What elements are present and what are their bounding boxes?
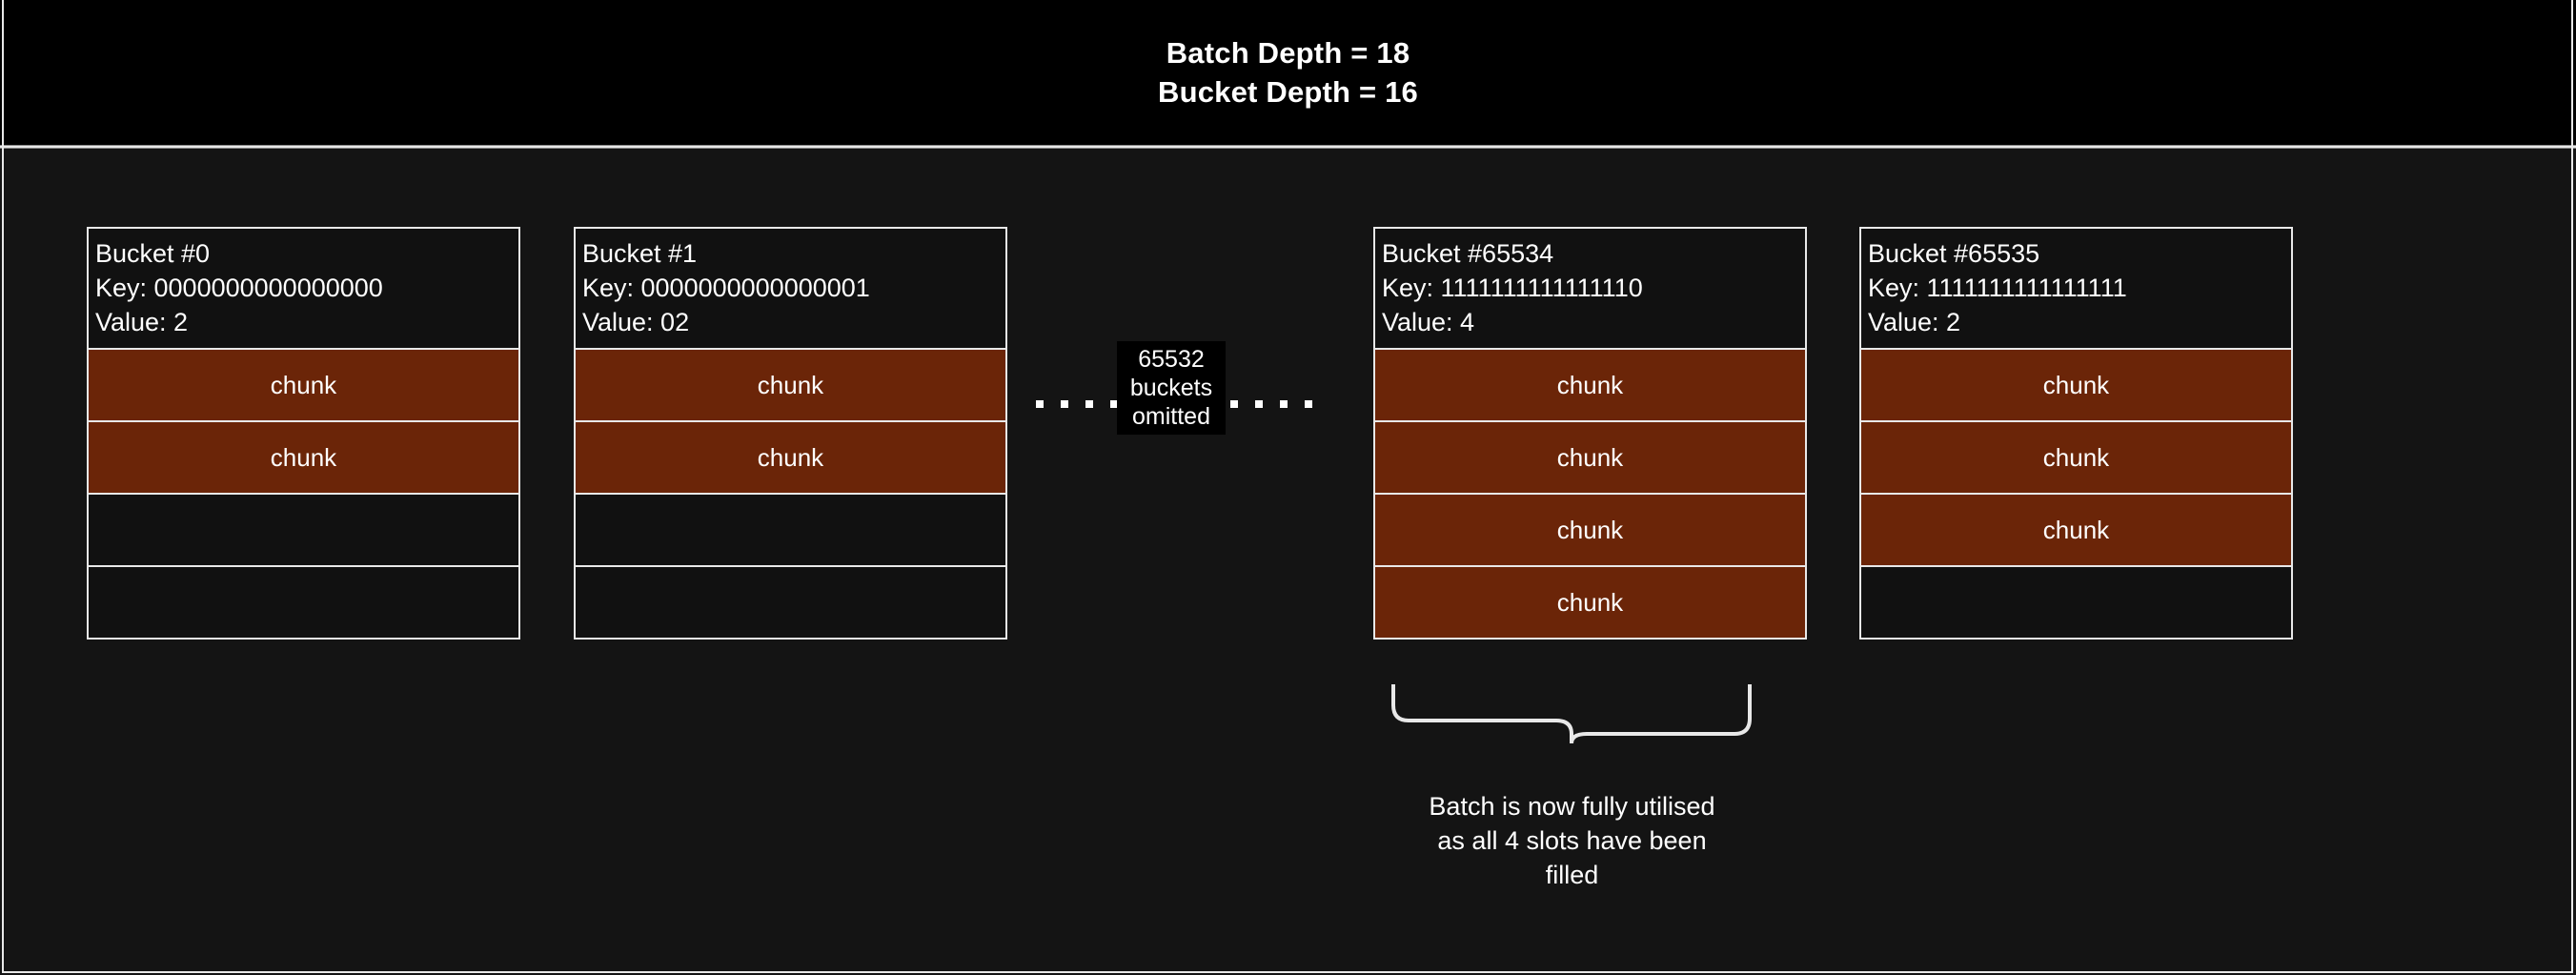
slot-label: chunk <box>757 443 824 472</box>
slot-label: chunk <box>2042 443 2110 472</box>
bucket-slot[interactable]: chunk <box>1375 348 1805 420</box>
bucket-slot[interactable]: chunk <box>1861 420 2291 493</box>
ellipsis-dots-left <box>1036 400 1118 408</box>
slot-label: chunk <box>2042 516 2110 544</box>
bucket-title: Bucket #1 <box>582 239 698 268</box>
caption-line-3: filled <box>1545 861 1599 889</box>
bucket-slot[interactable]: chunk <box>1375 565 1805 638</box>
curly-brace-icon <box>1390 684 1753 743</box>
dot-icon <box>1061 400 1068 408</box>
omitted-noun: buckets <box>1129 375 1213 401</box>
slot-label: chunk <box>1556 516 1624 544</box>
bucket-header-65535: Bucket #65535 Key: 1111111111111111 Valu… <box>1861 229 2291 348</box>
slot-label: chunk <box>1556 371 1624 399</box>
dot-icon <box>1280 400 1288 408</box>
header-divider <box>0 145 2576 149</box>
bucket-slot-empty[interactable] <box>1861 565 2291 638</box>
bucket-title: Bucket #65534 <box>1382 239 1554 268</box>
bucket-depth-label: Bucket Depth = 16 <box>1157 75 1418 109</box>
slot-label: chunk <box>270 371 337 399</box>
caption-line-2: as all 4 slots have been <box>1437 826 1707 855</box>
omitted-count-box: 65532 buckets omitted <box>1117 341 1226 435</box>
bucket-key: Key: 1111111111111111 <box>1868 274 2127 302</box>
slot-label: chunk <box>1556 443 1624 472</box>
omitted-verb: omitted <box>1132 403 1210 430</box>
bucket-slot[interactable]: chunk <box>576 420 1005 493</box>
bucket-slot[interactable]: chunk <box>1375 420 1805 493</box>
bucket-card-65534[interactable]: Bucket #65534 Key: 1111111111111110 Valu… <box>1373 227 1807 640</box>
bucket-key: Key: 1111111111111110 <box>1382 274 1643 302</box>
bucket-header-65534: Bucket #65534 Key: 1111111111111110 Valu… <box>1375 229 1805 348</box>
bucket-card-0[interactable]: Bucket #0 Key: 0000000000000000 Value: 2… <box>87 227 520 640</box>
bucket-slot-empty[interactable] <box>89 493 518 565</box>
bucket-slot-empty[interactable] <box>576 565 1005 638</box>
bucket-key: Key: 0000000000000000 <box>95 274 383 302</box>
bucket-key: Key: 0000000000000001 <box>582 274 870 302</box>
bucket-header-0: Bucket #0 Key: 0000000000000000 Value: 2 <box>89 229 518 348</box>
dot-icon <box>1230 400 1238 408</box>
dot-icon <box>1110 400 1118 408</box>
header-band: Batch Depth = 18 Bucket Depth = 16 <box>0 0 2576 145</box>
bucket-card-1[interactable]: Bucket #1 Key: 0000000000000001 Value: 0… <box>574 227 1007 640</box>
brace-svg <box>1391 684 1752 743</box>
bucket-slot-empty[interactable] <box>576 493 1005 565</box>
omitted-count: 65532 <box>1138 346 1205 373</box>
buckets-omitted-marker: 65532 buckets omitted <box>1023 341 1320 467</box>
slot-label: chunk <box>2042 371 2110 399</box>
dot-icon <box>1085 400 1093 408</box>
slot-label: chunk <box>1556 588 1624 617</box>
bucket-slot[interactable]: chunk <box>89 348 518 420</box>
caption-line-1: Batch is now fully utilised <box>1429 792 1715 821</box>
slot-label: chunk <box>270 443 337 472</box>
bucket-slot[interactable]: chunk <box>576 348 1005 420</box>
bucket-value: Value: 02 <box>582 308 690 336</box>
batch-depth-label: Batch Depth = 18 <box>1166 36 1410 70</box>
dot-icon <box>1305 400 1312 408</box>
dot-icon <box>1036 400 1044 408</box>
ellipsis-dots-right <box>1230 400 1312 408</box>
bucket-slot[interactable]: chunk <box>1861 348 2291 420</box>
bucket-value: Value: 2 <box>1868 308 1961 336</box>
bucket-slot-empty[interactable] <box>89 565 518 638</box>
bucket-header-1: Bucket #1 Key: 0000000000000001 Value: 0… <box>576 229 1005 348</box>
batch-utilisation-caption: Batch is now fully utilised as all 4 slo… <box>1374 789 1770 892</box>
bucket-title: Bucket #65535 <box>1868 239 2040 268</box>
slot-label: chunk <box>757 371 824 399</box>
bucket-card-65535[interactable]: Bucket #65535 Key: 1111111111111111 Valu… <box>1859 227 2293 640</box>
bucket-value: Value: 2 <box>95 308 189 336</box>
bucket-slot[interactable]: chunk <box>1375 493 1805 565</box>
bucket-slot[interactable]: chunk <box>89 420 518 493</box>
bucket-slot[interactable]: chunk <box>1861 493 2291 565</box>
dot-icon <box>1255 400 1263 408</box>
bucket-title: Bucket #0 <box>95 239 211 268</box>
bucket-value: Value: 4 <box>1382 308 1475 336</box>
